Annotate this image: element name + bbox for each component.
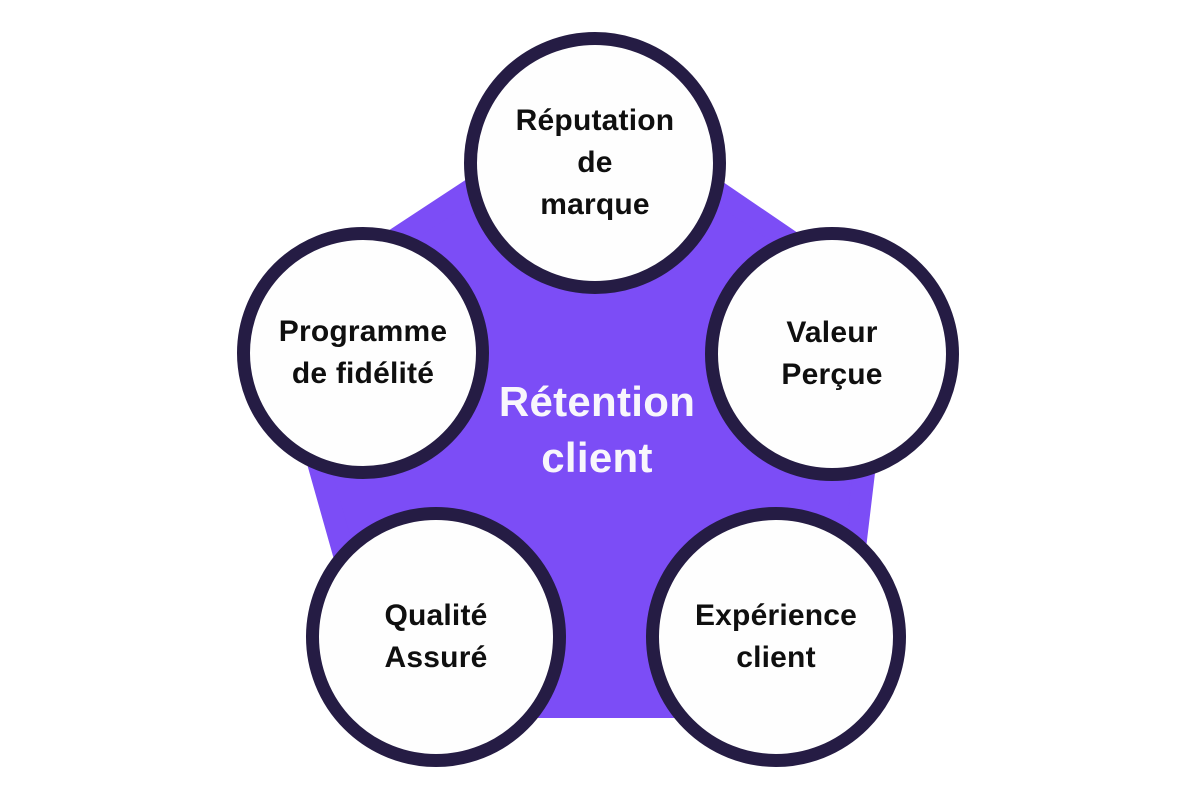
node-label-qualite-assure: Qualité Assuré: [384, 599, 488, 674]
node-label-reputation-de-marque: Réputation de marque: [515, 104, 675, 221]
center-label: Rétention client: [498, 378, 696, 481]
node-label-experience-client: Expérience client: [694, 599, 858, 674]
node-qualite-assure: Qualité Assuré: [306, 507, 566, 767]
node-label-programme-de-fidelite: Programme de fidélité: [278, 315, 448, 390]
node-programme-de-fidelite: Programme de fidélité: [237, 227, 489, 479]
node-experience-client: Expérience client: [646, 507, 906, 767]
node-reputation-de-marque: Réputation de marque: [464, 32, 726, 294]
node-valeur-percue: Valeur Perçue: [705, 227, 959, 481]
node-label-valeur-percue: Valeur Perçue: [781, 316, 883, 391]
